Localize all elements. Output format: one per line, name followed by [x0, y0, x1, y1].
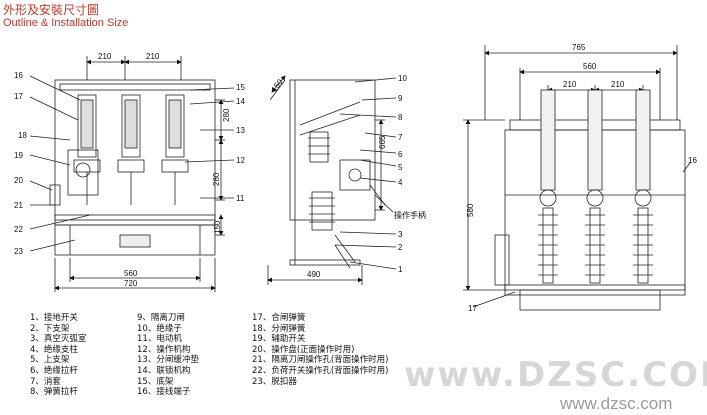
callout-23: 23	[14, 247, 23, 256]
legend-item: 20、操作盘(正面操作时用)	[252, 344, 355, 355]
side-callout-10: 10	[398, 74, 407, 83]
rear-callout-17: 17	[468, 304, 477, 313]
legend-item: 7、消套	[30, 376, 61, 387]
rear-dimension-texts: 765 560 210 210 580 16 17	[466, 43, 697, 313]
legend-item: 9、隔离刀闸	[137, 313, 185, 323]
rear-dim-210-left: 210	[563, 80, 577, 89]
dim-150: 150	[213, 220, 222, 234]
watermark-large: www.DZSC.COM	[404, 355, 707, 395]
legend-item: 3、真空灭弧室	[30, 334, 87, 345]
side-view	[267, 75, 397, 285]
legend-item: 10、绝缘子	[137, 323, 182, 334]
callout-20: 20	[14, 176, 23, 185]
legend-item: 8、弹簧拉杆	[30, 387, 78, 398]
legend-item: 17、合闸弹簧	[252, 313, 306, 323]
rear-dim-210-right: 210	[611, 80, 625, 89]
side-dim-490: 490	[307, 270, 321, 279]
legend-item: 19、辅助开关	[252, 334, 306, 345]
rear-dim-765: 765	[572, 43, 586, 52]
legend-column-3: 17、合闸弹簧 18、分闸弹簧 19、辅助开关 20、操作盘(正面操作时用) 2…	[252, 313, 388, 387]
title-chinese: 外形及安裝尺寸圖	[3, 3, 100, 17]
legend-item: 16、接线端子	[137, 387, 191, 398]
rear-callout-16: 16	[688, 156, 697, 165]
side-lower-insulator	[309, 191, 335, 231]
side-callout-8: 8	[398, 113, 403, 122]
callout-18: 18	[18, 131, 27, 140]
title-english: Outline & Installation Size	[3, 17, 129, 29]
legend-item: 15、底架	[137, 376, 174, 387]
callout-19: 19	[14, 151, 23, 160]
operating-handle-label: 操作手柄	[394, 210, 426, 220]
side-callout-5: 5	[398, 163, 403, 172]
front-pole-1	[73, 94, 101, 205]
side-callout-6: 6	[398, 150, 403, 159]
callout-12: 12	[236, 156, 245, 165]
callout-16: 16	[14, 71, 23, 80]
rear-pole-3	[633, 89, 653, 284]
side-callout-4: 4	[398, 178, 403, 187]
callout-14: 14	[236, 97, 245, 106]
legend-item: 21、隔离刀闸操作孔(背面操作时用)	[252, 355, 389, 366]
dim-280-lower: 280	[212, 172, 221, 186]
side-dimension-texts: 150 665 490	[270, 77, 387, 279]
dim-210-right: 210	[146, 52, 160, 61]
rear-pole-2	[585, 89, 605, 284]
side-dim-665: 665	[378, 135, 387, 149]
legend-column-1: 1、接地开关 2、下支架 3、真空灭弧室 4、绝缘支柱 5、上支架 6、绝缘拉杆…	[30, 313, 86, 398]
callout-22: 22	[14, 225, 23, 234]
side-callout-1: 1	[398, 265, 403, 274]
side-upper-insulator	[299, 101, 361, 163]
rear-dim-560: 560	[583, 62, 597, 71]
legend-item: 2、下支架	[30, 323, 70, 334]
callout-13: 13	[236, 126, 245, 135]
rear-dim-580: 580	[466, 203, 475, 217]
side-callout-2: 2	[398, 243, 403, 252]
dim-560: 560	[124, 269, 138, 278]
dim-280-upper: 280	[222, 108, 231, 122]
legend-item: 1、接地开关	[30, 313, 78, 323]
front-right-callouts: 15 14 13 12 11	[236, 83, 245, 203]
callout-21: 21	[14, 201, 23, 210]
dim-720: 720	[124, 279, 138, 288]
callout-15: 15	[236, 83, 245, 92]
watermark-url: www.dzsc.com	[560, 394, 673, 413]
dim-210-left: 210	[98, 52, 112, 61]
legend-column-2: 9、隔离刀闸 10、绝缘子 11、电动机 12、操作机构 13、分闸缓冲垫 14…	[137, 313, 199, 398]
callout-17: 17	[14, 92, 23, 101]
legend-item: 6、绝缘拉杆	[30, 365, 78, 376]
legend-item: 18、分闸弹簧	[252, 323, 306, 334]
rear-pole-1	[538, 89, 558, 284]
front-dimension-texts: 210 210 560 720 280 280 150	[98, 52, 231, 288]
callout-11: 11	[236, 194, 245, 203]
legend-item: 23、脱扣器	[252, 376, 297, 387]
legend-item: 13、分闸缓冲垫	[137, 355, 199, 366]
front-pole-2	[117, 94, 145, 205]
legend-item: 12、操作机构	[137, 344, 191, 355]
side-callouts: 10 9 8 7 6 5 4 3 2 1 操作手柄	[394, 74, 426, 274]
front-view	[29, 56, 235, 292]
legend-item: 22、负荷开关操作孔(背面操作时用)	[252, 365, 389, 376]
legend-item: 14、联锁机构	[137, 365, 191, 376]
side-callout-9: 9	[398, 94, 403, 103]
legend-item: 5、上支架	[30, 355, 70, 366]
side-callout-3: 3	[398, 230, 403, 239]
front-pole-3	[161, 94, 189, 205]
front-left-callouts: 16 17 18 19 20 21 22 23	[14, 71, 27, 256]
legend-item: 11、电动机	[137, 334, 182, 345]
side-callout-7: 7	[398, 133, 403, 142]
rear-view	[463, 45, 691, 311]
legend-item: 4、绝缘支柱	[30, 344, 78, 355]
